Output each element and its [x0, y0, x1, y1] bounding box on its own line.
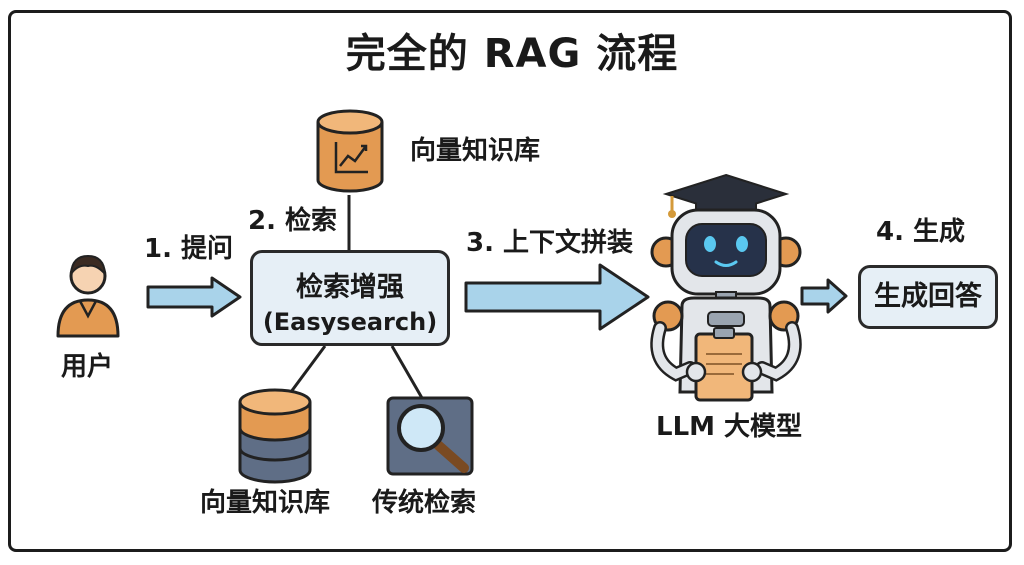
retrieval-augmentation-box: 检索增强 (Easysearch): [250, 250, 450, 346]
user-label: 用户: [61, 352, 114, 382]
step-retrieve-label: 2. 检索: [248, 206, 338, 236]
retrieval-box-title: 检索增强: [296, 272, 404, 303]
connector-search: [390, 345, 424, 399]
generate-answer-box: 生成回答: [858, 265, 998, 329]
vector-database-top-icon: [316, 109, 384, 193]
diagram-frame: [8, 10, 1012, 552]
step-generate-label: 4. 生成: [876, 217, 966, 247]
vector-database-bottom-icon: [238, 388, 312, 484]
llm-label: LLM 大模型: [656, 412, 803, 442]
user-icon: [56, 254, 120, 338]
vector-db-bottom-label: 向量知识库: [200, 488, 331, 518]
llm-robot-icon: [650, 173, 802, 402]
traditional-search-label: 传统检索: [372, 488, 477, 518]
arrow-generate: [800, 278, 848, 314]
retrieval-box-subtitle: (Easysearch): [262, 308, 438, 336]
step-ask-label: 1. 提问: [144, 234, 234, 264]
step-assemble-label: 3. 上下文拼装: [466, 228, 634, 258]
vector-db-top-label: 向量知识库: [410, 136, 541, 166]
page-title: 完全的 RAG 流程: [345, 31, 679, 77]
arrow-ask: [146, 276, 242, 318]
magnifier-icon: [386, 396, 474, 476]
arrow-assemble: [464, 263, 650, 331]
